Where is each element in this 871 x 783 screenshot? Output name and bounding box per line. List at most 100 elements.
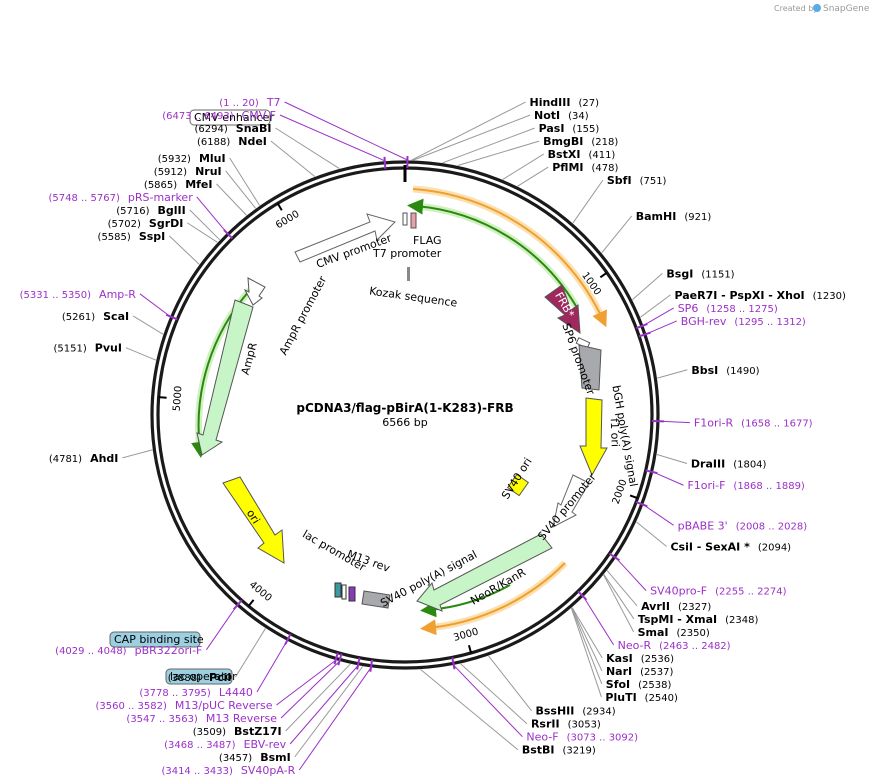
primer-mark-5 [638,331,651,338]
label-flag: FLAG [413,234,442,247]
site-label: BsgI(1151) [666,267,734,280]
site-leader-5 [132,315,164,335]
primer-position: (3560 .. 3582) [95,701,167,712]
tick-label-5000: 5000 [172,385,185,411]
primer-name: L4440 [219,686,253,699]
feature-sv40-ori [506,473,530,497]
site-position: (218) [591,137,618,148]
primer-mark-3 [165,313,178,321]
primer-position: (5331 .. 5350) [20,290,92,301]
feature-flag [410,212,417,229]
site-label: DraIII(1804) [691,457,767,470]
site-position: (5151) [54,344,87,355]
primer-leader-23 [643,307,674,326]
leader-lines [122,101,690,771]
primer-position: (3414 .. 3433) [161,766,233,777]
label-ampr-promoter: AmpR promoter [277,274,330,358]
plasmid-name: pCDNA3/flag-pBirA(1-K283)-FRB [296,401,513,415]
primer-name: T7 [266,96,281,109]
primer-name: pRS-marker [128,191,193,204]
feature-lac-promoter [341,584,347,600]
site-name: PluTI [605,691,636,704]
primer-name: F1ori-F [687,479,725,492]
orf-outer-arrow [412,188,607,328]
site-name: BbsI [691,364,718,377]
primer-label: F1ori-R(1658 .. 1677) [694,417,813,430]
site-position: (3457) [219,753,252,764]
site-leader-15 [603,574,635,633]
primer-label: BGH-rev(1295 .. 1312) [681,315,806,328]
site-leader-7 [601,215,633,254]
site-label: (6294)SnaBI [195,122,272,135]
primer-label: (4029 .. 4048)pBR322ori-F [55,644,202,657]
site-leader-21 [460,663,528,725]
box-cmv-enhancer [189,109,271,126]
site-leader-22 [420,669,519,751]
feature-bgh-polya [578,344,602,391]
boxed-labels: CMV enhancer CAP binding site lac operat… [109,109,274,685]
primer-name: F1ori-R [694,417,734,430]
site-name: NarI [606,665,632,678]
site-leader-6 [572,179,604,224]
site-label: SfoI(2538) [606,678,672,691]
primer-position: (6473 .. 6493) [162,111,234,122]
site-name: CsiI - SexAI * [670,540,750,553]
site-name: PasI [539,122,565,135]
primer-mark-7 [645,469,658,475]
site-leader-2 [235,628,266,678]
site-label: AvrII(2327) [641,600,711,613]
primer-leader-16 [196,196,228,233]
tick-2000 [629,494,638,500]
backbone [150,160,660,670]
primer-position: (2255 .. 2274) [715,587,787,598]
site-leader-1 [285,663,351,732]
site-name: BssHII [536,705,575,718]
box-cmv-enhancer-text: CMV enhancer [194,111,274,124]
site-name: MfeI [185,178,212,191]
primer-label: (3560 .. 3582) M13/pUC Reverse [95,699,272,712]
box-cap-binding-site [109,631,201,648]
primer-mark-9 [608,552,620,562]
site-name: MluI [199,152,226,165]
primer-mark-2 [223,229,234,240]
site-name: AhdI [90,452,118,465]
tick-5000 [158,396,167,399]
site-name: NruI [195,165,222,178]
site-leader-3 [457,140,540,167]
primer-name: M13/pUC Reverse [175,699,273,712]
site-label: BstXI(411) [548,148,616,161]
site-position: (2536) [641,654,674,665]
label-ori: ori [244,507,263,526]
site-leader-8 [189,209,221,241]
primer-label: (3468 .. 3487)EBV-rev [164,738,286,751]
primer-name: SV40pro-F [650,585,707,598]
site-leader-1 [413,114,531,161]
site-leader-3 [122,449,153,459]
feature-ampr [196,299,254,456]
site-name: ScaI [103,310,129,323]
site-name: RsrII [531,718,560,731]
primer-leader-20 [280,661,340,719]
site-position: (1490) [726,366,759,377]
site-label: (5702)SgrDI [108,217,184,230]
orf-outer-arrow-2 [420,562,566,636]
site-name: PflMI [552,161,583,174]
site-name: SgrDI [149,217,183,230]
site-position: (478) [592,163,619,174]
primer-position: (1 .. 20) [219,98,259,109]
primer-position: (3073 .. 3092) [567,733,639,744]
site-position: (2327) [678,602,711,613]
primer-label: SP6(1258 .. 1275) [678,302,778,315]
site-label: PasI(155) [539,122,600,135]
site-label: SmaI(2350) [638,626,710,639]
site-leader-0 [411,101,526,161]
label-m13-rev: M13 rev [345,547,392,575]
site-position: (2538) [638,680,671,691]
primer-label: F1ori-F(1868 .. 1889) [687,479,804,492]
site-name: HindIII [529,96,570,109]
site-label: (5865)MfeI [144,178,213,191]
site-label: BssHII(2934) [536,705,616,718]
site-name: SbfI [607,174,632,187]
